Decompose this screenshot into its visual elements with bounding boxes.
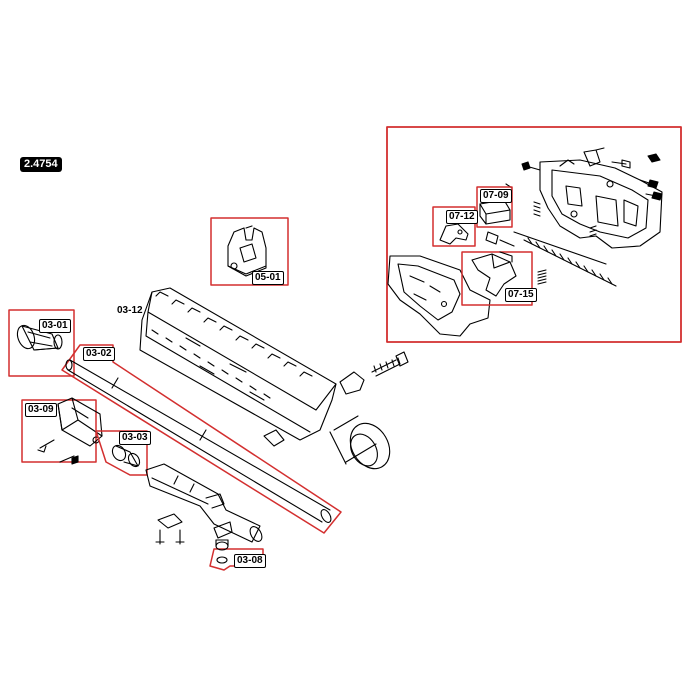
part-0501-shape xyxy=(227,225,267,277)
lower-receiver xyxy=(387,255,491,337)
highlight-0709 xyxy=(476,186,513,228)
part-label-03-12: 03-12 xyxy=(117,305,143,316)
part-0312-shape xyxy=(139,287,337,441)
catalog-number-badge: 2.4754 xyxy=(20,157,62,172)
guide-rod-spring xyxy=(513,231,617,287)
highlight-0501 xyxy=(210,217,289,286)
part-label-03-02: 03-02 xyxy=(83,347,115,361)
highlight-0302 xyxy=(61,344,342,534)
small-springs xyxy=(533,201,597,285)
part-label-07-15: 07-15 xyxy=(505,288,537,302)
highlight-0715 xyxy=(461,251,533,306)
part-0712-shape xyxy=(439,223,469,245)
handguard-ring xyxy=(329,415,391,470)
part-0308-shape xyxy=(215,539,229,564)
part-label-07-09: 07-09 xyxy=(480,189,512,203)
part-0302-shape xyxy=(65,359,332,523)
rail-clamp xyxy=(263,429,285,447)
highlight-0308 xyxy=(209,548,264,571)
gearbox-group-frame xyxy=(386,126,682,343)
part-label-07-12: 07-12 xyxy=(446,210,478,224)
part-label-05-01: 05-01 xyxy=(252,271,284,285)
part-label-03-03: 03-03 xyxy=(119,431,151,445)
inner-barrel-assembly xyxy=(145,463,263,545)
gearbox-shell xyxy=(539,147,663,249)
part-0715-shape xyxy=(471,251,517,297)
part-label-03-09: 03-09 xyxy=(25,403,57,417)
gearbox-screws xyxy=(505,153,663,201)
highlight-0712 xyxy=(432,206,476,247)
part-label-03-01: 03-01 xyxy=(39,319,71,333)
part-0309-shape xyxy=(37,397,103,465)
part-label-03-08: 03-08 xyxy=(234,554,266,568)
part-0709-shape xyxy=(479,199,515,247)
mounting-bolt xyxy=(339,351,409,395)
part-0301-shape xyxy=(16,324,63,351)
part-0303-shape xyxy=(111,444,141,468)
highlight-0301 xyxy=(8,309,75,377)
